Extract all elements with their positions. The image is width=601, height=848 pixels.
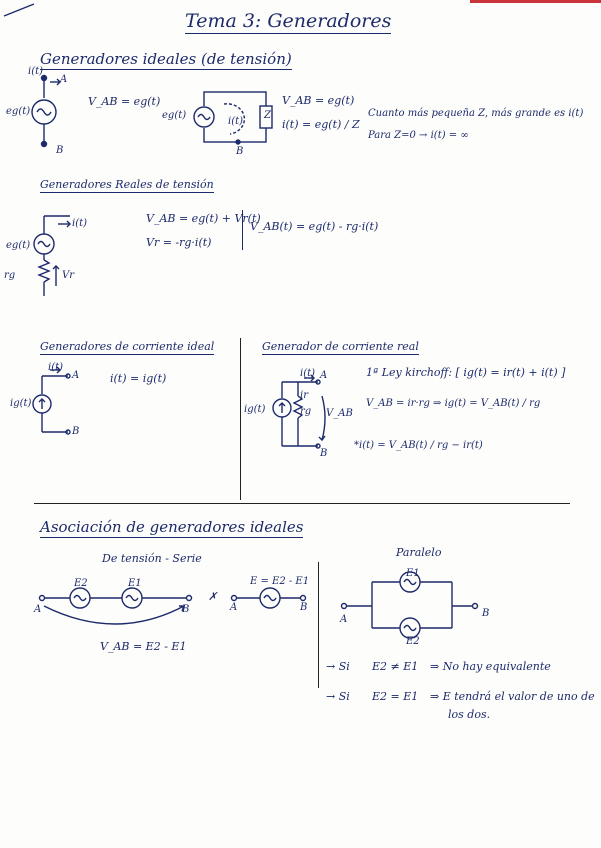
load-eq-current: i(t) = eg(t) / Z	[282, 118, 360, 131]
ideal-current-node-b: B	[72, 426, 80, 437]
load-node-b-label: B	[236, 146, 244, 157]
load-z-label: Z	[264, 110, 271, 121]
ideal-voltage-source-diagram	[31, 74, 61, 148]
series-equivalent-diagram	[230, 587, 307, 609]
series-equiv-node-a: A	[230, 602, 238, 613]
ideal-current-it-label: i(t)	[48, 362, 64, 373]
real-current-node-a: A	[320, 370, 328, 381]
parallel-node-a: A	[340, 614, 348, 625]
series-equivalence-mark: ✗	[208, 590, 218, 603]
series-eq-e: E = E2 - E1	[250, 576, 310, 587]
real-source-rg-label: rg	[4, 270, 16, 281]
real-voltage-eq-result: V_AB(t) = eg(t) - rg·i(t)	[250, 220, 379, 233]
node-a-label: A	[60, 74, 68, 85]
real-current-vab-label: V_AB	[326, 408, 353, 419]
real-current-it-label: i(t)	[300, 368, 316, 379]
ideal-source-with-load-diagram	[193, 91, 273, 145]
section-real-current-heading: Generador de corriente real	[262, 340, 419, 355]
series-sources-diagram	[38, 587, 193, 625]
real-voltage-source-diagram	[33, 215, 71, 296]
ideal-source-eg-label: eg(t)	[6, 106, 31, 117]
vertical-divider-current	[240, 338, 242, 500]
series-subheading: De tensión - Serie	[102, 552, 202, 565]
section-divider	[34, 503, 570, 505]
real-source-eg-label: eg(t)	[6, 240, 31, 251]
equation-separator	[242, 210, 243, 250]
section-real-voltage-heading: Generadores Reales de tensión	[40, 178, 214, 193]
vertical-divider-association	[318, 562, 320, 688]
parallel-e1-label: E1	[406, 568, 420, 579]
section-ideal-current-heading: Generadores de corriente ideal	[40, 340, 215, 355]
real-current-node-b: B	[320, 448, 328, 459]
parallel-node-b: B	[482, 608, 490, 619]
parallel-e2-label: E2	[406, 636, 420, 647]
section-association-heading: Asociación de generadores ideales	[40, 518, 304, 538]
series-node-a: A	[34, 604, 42, 615]
series-node-b: B	[182, 604, 190, 615]
node-b-label: B	[56, 145, 64, 156]
cond2-result-cont: los dos.	[448, 708, 491, 721]
real-source-current-label: i(t)	[72, 218, 88, 229]
real-voltage-eq-vab: V_AB = eg(t) + Vr(t)	[146, 212, 261, 225]
real-voltage-eq-vr: Vr = -rg·i(t)	[146, 236, 212, 249]
series-equiv-node-b: B	[300, 602, 308, 613]
series-e1-label: E1	[128, 578, 142, 589]
cond1-eq: E2 ≠ E1	[372, 660, 419, 673]
cond1-result: ⇒ No hay equivalente	[430, 660, 551, 673]
series-eq-vab: V_AB = E2 - E1	[100, 640, 187, 653]
load-note-small-z: Cuanto más pequeña Z, más grande es i(t)	[368, 108, 584, 119]
real-current-eq-kirchoff: 1ª Ley kirchoff: [ ig(t) = ir(t) + i(t) …	[366, 366, 566, 379]
load-eq-vab: V_AB = eg(t)	[282, 94, 355, 107]
page-title: Tema 3: Generadores	[185, 10, 392, 34]
cond2-eq: E2 = E1	[372, 690, 419, 703]
ideal-source-current-label: i(t)	[28, 66, 44, 77]
cond2-result: ⇒ E tendrá el valor de uno de	[430, 690, 595, 703]
page-edge-mark	[470, 0, 601, 3]
pen-stroke-mark	[3, 3, 35, 17]
cond2-lead: → Si	[326, 690, 350, 703]
ideal-current-ig-label: ig(t)	[10, 398, 32, 409]
load-note-z-zero: Para Z=0 → i(t) = ∞	[368, 130, 469, 141]
ideal-current-node-a: A	[72, 370, 80, 381]
real-source-vr-label: Vr	[62, 270, 75, 281]
cond1-lead: → Si	[326, 660, 350, 673]
loop-current-label: i(t)	[228, 116, 244, 127]
real-current-ig-label: ig(t)	[244, 404, 266, 415]
parallel-subheading: Paralelo	[396, 546, 442, 559]
parallel-sources-diagram	[340, 571, 479, 639]
section-ideal-voltage-heading: Generadores ideales (de tensión)	[40, 50, 292, 70]
real-current-source-diagram	[272, 374, 326, 449]
series-e2-label: E2	[74, 578, 88, 589]
load-circuit-eg-label: eg(t)	[162, 110, 187, 121]
real-current-eq-result: *i(t) = V_AB(t) / rg − ir(t)	[354, 440, 483, 451]
ideal-current-eq: i(t) = ig(t)	[110, 372, 167, 385]
ideal-current-source-diagram	[32, 366, 71, 435]
real-current-rg-label: rg	[300, 406, 312, 417]
real-current-ir-label: ir	[300, 390, 308, 401]
real-current-eq-vab: V_AB = ir·rg ⇒ ig(t) = V_AB(t) / rg	[366, 398, 541, 409]
ideal-voltage-eq-vab: V_AB = eg(t)	[88, 95, 161, 108]
